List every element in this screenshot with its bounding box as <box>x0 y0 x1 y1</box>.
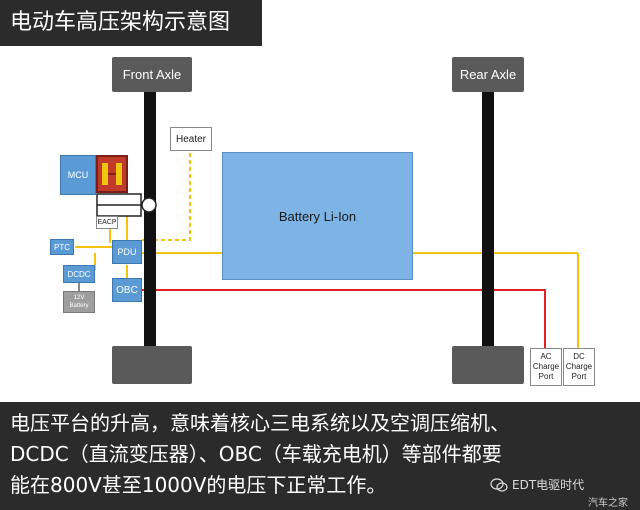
caption-line-3: 能在800V甚至1000V的电压下正常工作。 <box>10 473 387 497</box>
battery-pack: Battery Li-Ion <box>222 152 413 280</box>
rear-axle-label: Rear Axle <box>452 57 524 92</box>
motor-coil-icon <box>102 163 122 185</box>
rear-axle-shaft <box>482 92 494 346</box>
ac-port-line3: Port <box>538 372 554 381</box>
dc-port-line3: Port <box>571 372 587 381</box>
ac-charge-port: AC Charge Port <box>530 348 562 386</box>
dcdc-box: DCDC <box>63 265 95 283</box>
dc-port-line2: Charge <box>565 362 593 371</box>
ac-port-line2: Charge <box>532 362 560 371</box>
gearbox-icon <box>96 193 157 217</box>
watermark: EDT电驱时代 <box>490 476 584 493</box>
mcu-box: MCU <box>60 155 96 195</box>
battery-12v-label: Battery <box>69 303 89 309</box>
obc-box: OBC <box>112 278 142 302</box>
pdu-box: PDU <box>112 240 142 264</box>
front-axle-label: Front Axle <box>112 57 192 92</box>
eacp-box: EACP <box>96 216 118 229</box>
caption-line-1: 电压平台的升高，意味着核心三电系统以及空调压缩机、 <box>10 411 510 435</box>
front-axle-shaft <box>144 92 156 346</box>
source-label: 汽车之家 <box>588 498 628 509</box>
caption-line-2: DCDC（直流变压器）、OBC（车载充电机）等部件都要 <box>10 442 502 466</box>
ptc-box: PTC <box>50 239 74 255</box>
heater-box: Heater <box>170 127 212 151</box>
battery-12v-voltage: 12V <box>73 295 85 301</box>
dc-port-line1: DC <box>573 352 585 361</box>
ac-charging-line <box>142 289 546 350</box>
motor-icon <box>96 155 128 193</box>
front-wheel <box>112 346 192 384</box>
ac-port-line1: AC <box>540 352 552 361</box>
page-title: 电动车高压架构示意图 <box>0 0 262 46</box>
watermark-text: EDT电驱时代 <box>512 478 585 492</box>
wechat-icon <box>490 477 508 492</box>
dc-charge-port: DC Charge Port <box>563 348 595 386</box>
rear-wheel <box>452 346 524 384</box>
battery-12v-box: 12V Battery <box>63 291 95 313</box>
caption-panel: 电压平台的升高，意味着核心三电系统以及空调压缩机、 DCDC（直流变压器）、OB… <box>0 402 640 510</box>
heater-line <box>142 153 191 241</box>
